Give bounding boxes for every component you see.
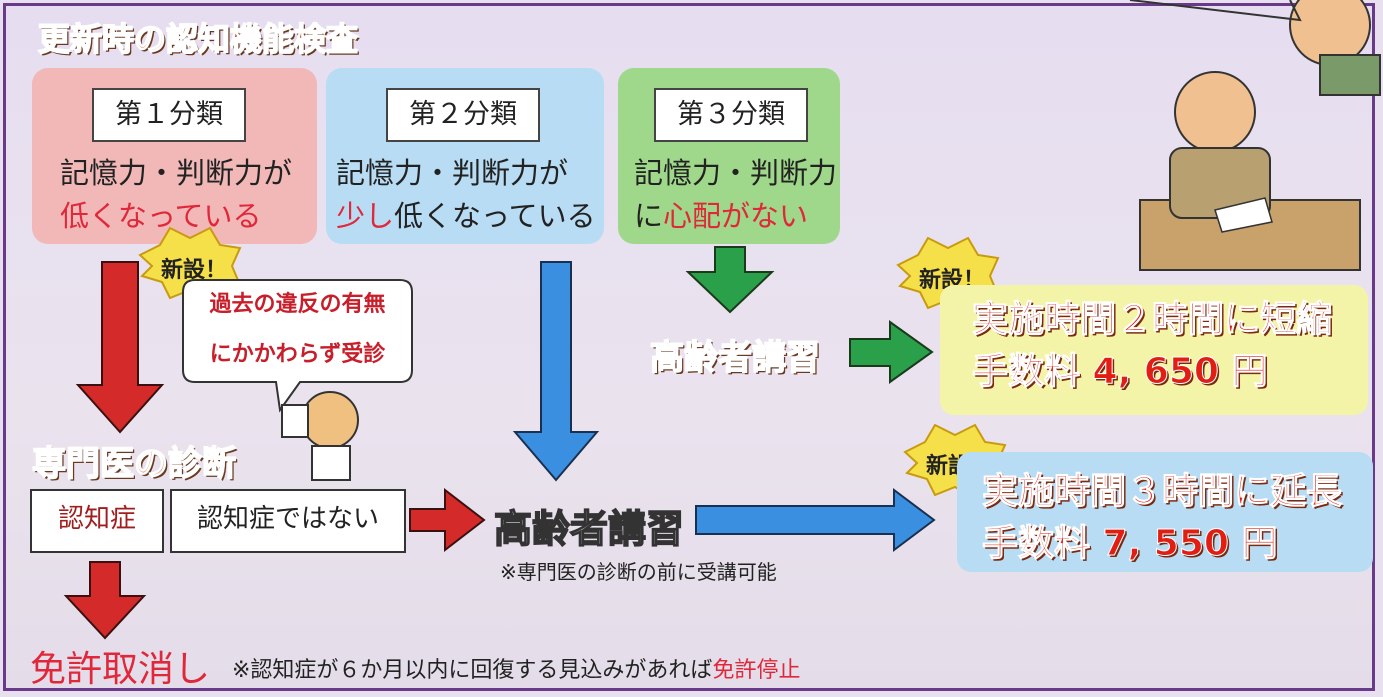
- category-1-label: 第１分類: [92, 88, 246, 142]
- bubble-line-2: にかかわらず受診: [209, 342, 386, 367]
- result-short-line1: 実施時間２時間に短縮: [971, 299, 1333, 341]
- new-badge-1-text: 新設！: [160, 258, 227, 283]
- callout-line: [1129, 0, 1302, 22]
- result-long-line1: 実施時間３時間に延長: [981, 471, 1343, 513]
- red-down-arrow-2: [63, 561, 147, 640]
- specialist-heading: 専門医の診断: [31, 443, 237, 485]
- green-down-arrow: [685, 246, 775, 314]
- bubble-line-1: 過去の違反の有無: [209, 292, 386, 317]
- result-short-line2: 手数料 4, 650 円: [971, 351, 1268, 393]
- green-right-arrow: [849, 320, 934, 384]
- category-3-prefix: に: [634, 199, 664, 233]
- result-short-box: [940, 285, 1368, 415]
- category-2-desc-line1: 記憶力・判断力が: [336, 156, 569, 190]
- doctor-figure: [281, 391, 359, 481]
- dementia-box: 認知症: [30, 489, 164, 553]
- category-3-emphasis: 心配がない: [663, 199, 809, 233]
- category-2-rest: 低くなっている: [394, 199, 596, 233]
- elderly-person-figure: [1139, 0, 1381, 271]
- result-long-line2: 手数料 7, 550 円: [981, 523, 1278, 565]
- category-2-desc-line2: 少し低くなっている: [336, 195, 596, 238]
- category-2-emphasis: 少し: [336, 199, 395, 233]
- lecture-upper: 高齢者講習: [649, 337, 821, 379]
- result-long-box: [957, 452, 1373, 572]
- revocation-note-text: ※認知症が６か月以内に回復する見込みがあれば: [232, 658, 713, 683]
- category-1-desc-line1: 記憶力・判断力が: [60, 156, 293, 190]
- category-3-label: 第３分類: [654, 88, 808, 142]
- speech-bubble: [182, 279, 413, 413]
- category-2-label: 第２分類: [386, 88, 540, 142]
- new-badge-1: 新設！: [146, 252, 242, 292]
- revocation-note: ※認知症が６か月以内に回復する見込みがあれば免許停止: [232, 652, 800, 684]
- blue-down-arrow: [512, 261, 600, 482]
- category-3-desc-line1: 記憶力・判断力: [634, 156, 838, 190]
- page-title: 更新時の認知機能検査: [37, 19, 359, 59]
- not-dementia-box: 認知症ではない: [170, 489, 406, 553]
- red-down-arrow-1: [75, 261, 165, 434]
- blue-right-arrow: [695, 488, 936, 552]
- lecture-lower: 高齢者講習: [493, 506, 685, 552]
- red-right-arrow: [409, 487, 486, 553]
- revocation-suspension: 免許停止: [712, 658, 801, 683]
- category-1-desc-line2: 低くなっている: [60, 199, 262, 233]
- revocation-label: 免許取消し: [30, 649, 211, 690]
- category-3-desc-line2: に心配がない: [634, 195, 808, 238]
- lecture-note: ※専門医の診断の前に受講可能: [500, 560, 777, 584]
